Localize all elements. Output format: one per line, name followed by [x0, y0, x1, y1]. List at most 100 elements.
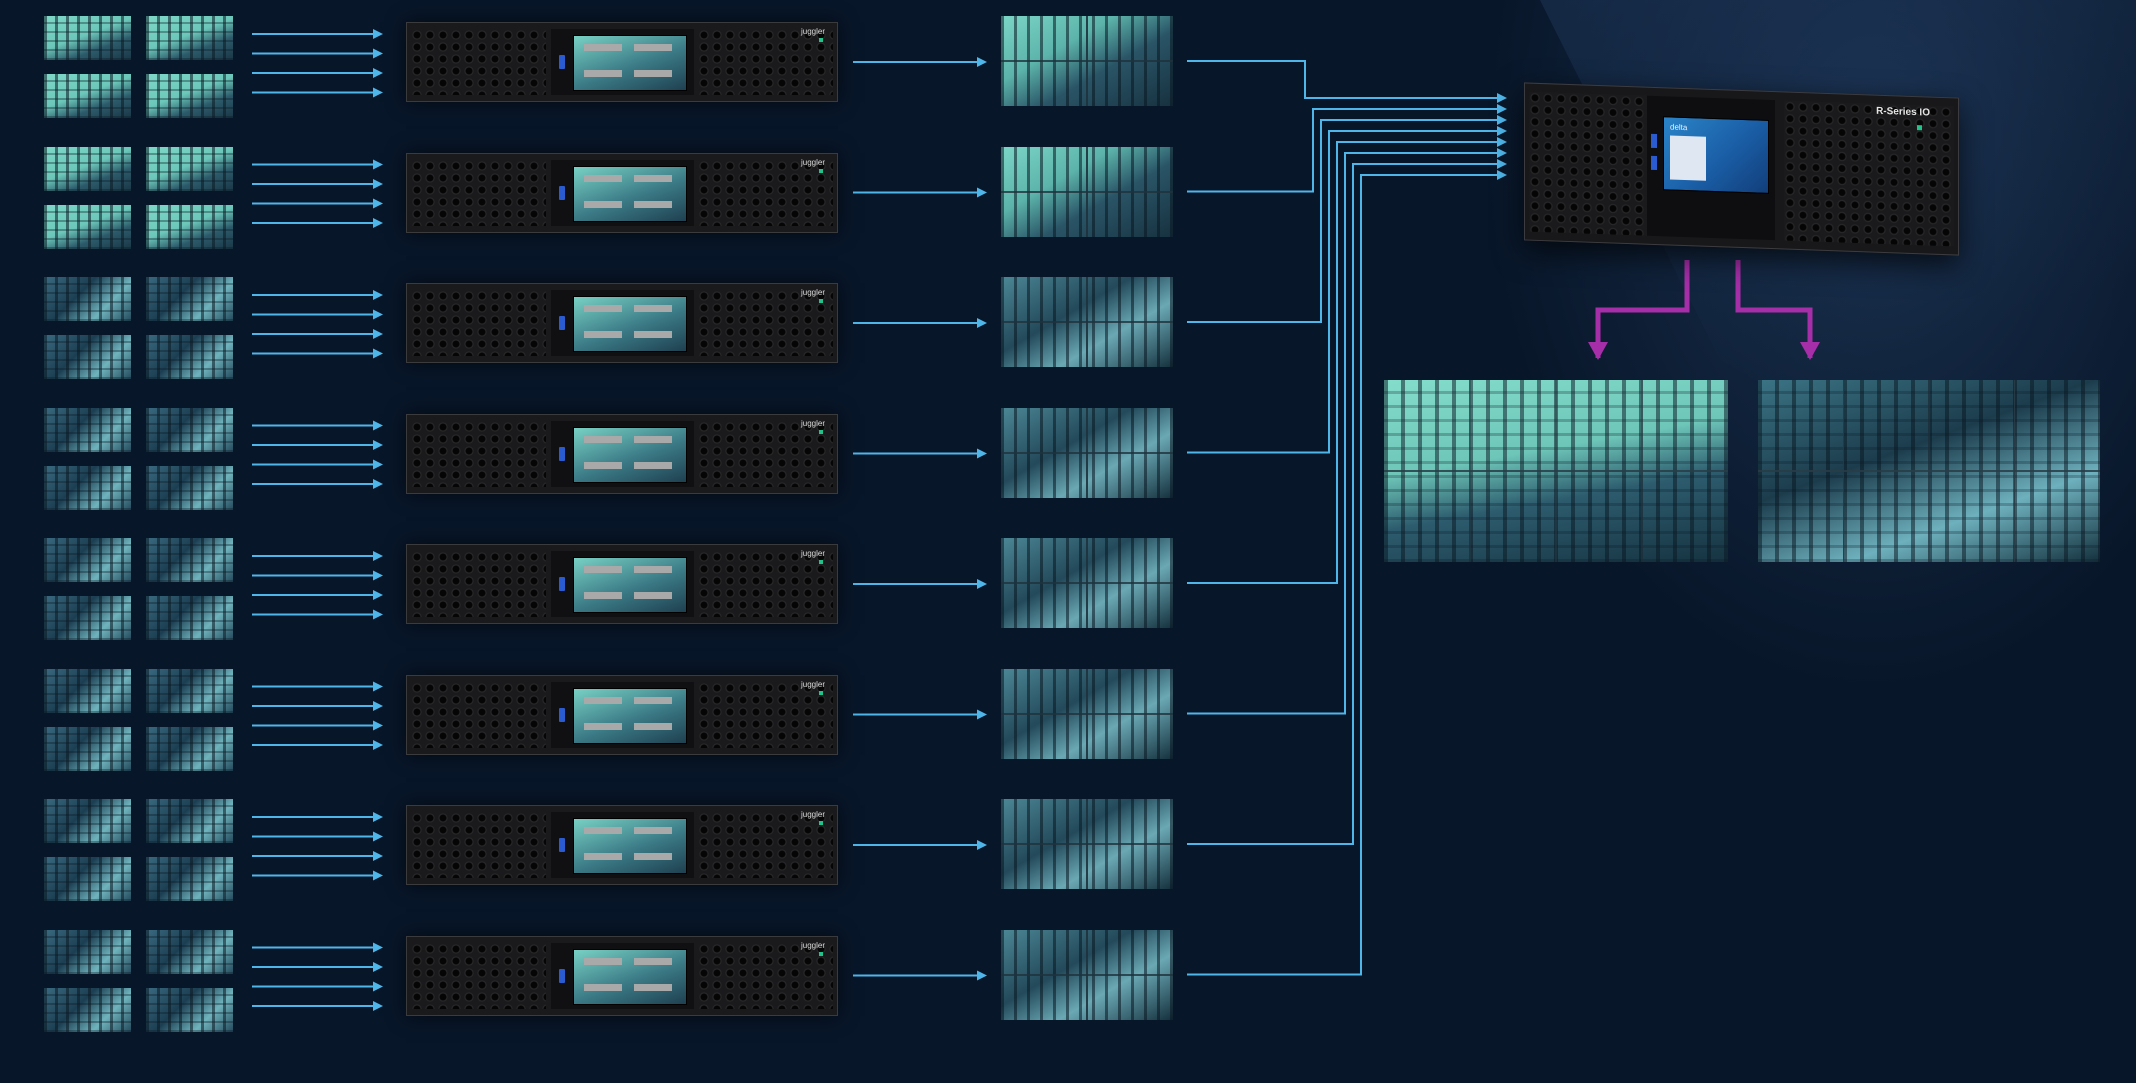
device-touchscreen: delta: [1663, 116, 1769, 194]
input-arrows: [252, 29, 383, 1011]
unit-screen: [573, 426, 687, 483]
unit-grille-left: [411, 420, 546, 487]
unit-brand-label: juggler: [800, 27, 825, 36]
processor-unit: juggler: [406, 413, 838, 494]
unit-brand-label: juggler: [800, 288, 825, 297]
input-tile: [44, 465, 131, 510]
screen-logo: delta: [1670, 122, 1688, 133]
input-tile: [146, 987, 233, 1032]
main-processor-device: delta R-Series IO: [1524, 82, 1959, 256]
bus-line: [1187, 159, 1507, 845]
input-tile: [44, 407, 131, 452]
input-tile: [146, 465, 233, 510]
bus-line: [1187, 137, 1507, 584]
input-tile: [44, 857, 131, 901]
unit-grille-left: [411, 812, 546, 878]
unit-front-panel: [551, 681, 694, 748]
unit-grille-right: [698, 681, 833, 748]
unit-grille-right: [698, 551, 833, 617]
output-videowall-right: [1758, 380, 2100, 562]
unit-screen: [573, 165, 687, 222]
status-led-icon: [819, 429, 823, 434]
output-display: [1001, 538, 1173, 628]
input-tile: [44, 668, 131, 713]
input-tile: [44, 596, 131, 640]
processor-unit: juggler: [406, 283, 838, 363]
unit-brand-label: juggler: [800, 549, 825, 558]
device-grille-right: [1784, 100, 1954, 247]
unit-screen: [573, 818, 687, 874]
status-led-icon: [819, 560, 823, 564]
unit-brand-label: juggler: [800, 157, 825, 167]
unit-grille-left: [411, 159, 546, 226]
input-tile: [146, 538, 233, 582]
input-tile: [44, 16, 131, 60]
input-tile: [44, 726, 131, 771]
status-led-icon: [819, 168, 823, 173]
input-tile: [146, 596, 233, 640]
unit-grille-right: [698, 29, 833, 95]
unit-front-panel: [551, 29, 694, 95]
input-tile: [146, 146, 233, 191]
bus-line: [1187, 115, 1507, 323]
usb-port-icon: [559, 838, 565, 852]
unit-grille-right: [698, 290, 833, 356]
input-tile: [146, 929, 233, 974]
unit-grille-right: [698, 942, 833, 1009]
unit-front-panel: [551, 551, 694, 617]
bus-line: [1187, 126, 1507, 454]
status-led-icon: [819, 299, 823, 303]
input-tile: [146, 74, 233, 118]
distribution-arrows: [1588, 260, 1820, 360]
processor-unit: juggler: [406, 674, 838, 755]
status-led-icon: [819, 690, 823, 695]
input-tile: [44, 146, 131, 191]
bus-line: [1187, 60, 1507, 103]
output-display: [1001, 146, 1173, 237]
unit-brand-label: juggler: [800, 940, 825, 950]
unit-front-panel: [551, 942, 694, 1009]
usb-port-icon: [1651, 155, 1657, 171]
processor-unit: juggler: [406, 152, 838, 233]
distribution-arrow-left: [1588, 260, 1690, 360]
status-led-icon: [819, 951, 823, 956]
distribution-arrow-right: [1735, 260, 1820, 360]
output-display: [1001, 407, 1173, 498]
unit-brand-label: juggler: [800, 418, 825, 428]
unit-brand-label: juggler: [800, 679, 825, 689]
unit-grille-right: [698, 420, 833, 487]
output-videowall-left: [1384, 380, 1728, 562]
unit-screen: [573, 35, 687, 91]
unit-screen: [573, 296, 687, 352]
usb-port-icon: [559, 185, 565, 200]
processor-unit: juggler: [406, 805, 838, 885]
usb-port-icon: [559, 316, 565, 330]
unit-screen: [573, 948, 687, 1005]
input-tile: [44, 277, 131, 321]
bus-line: [1187, 148, 1507, 715]
unit-to-output-arrows: [853, 57, 987, 981]
input-tile: [146, 668, 233, 713]
unit-grille-left: [411, 551, 546, 617]
input-tile: [44, 799, 131, 843]
unit-grille-left: [411, 942, 546, 1009]
unit-grille-right: [698, 812, 833, 878]
processor-unit: juggler: [406, 935, 838, 1016]
output-display: [1001, 929, 1173, 1020]
input-tile: [146, 335, 233, 379]
unit-brand-label: juggler: [800, 810, 825, 819]
input-tile: [146, 277, 233, 321]
usb-port-icon: [559, 577, 565, 591]
unit-front-panel: [551, 159, 694, 226]
input-tile: [44, 538, 131, 582]
unit-grille-left: [411, 290, 546, 356]
bus-line: [1187, 104, 1507, 193]
device-grille-left: [1529, 91, 1649, 236]
input-tile: [44, 335, 131, 379]
bus-line: [1187, 170, 1507, 976]
output-display: [1001, 277, 1173, 367]
input-tile: [146, 204, 233, 249]
usb-port-icon: [1651, 133, 1657, 149]
output-display: [1001, 16, 1173, 106]
